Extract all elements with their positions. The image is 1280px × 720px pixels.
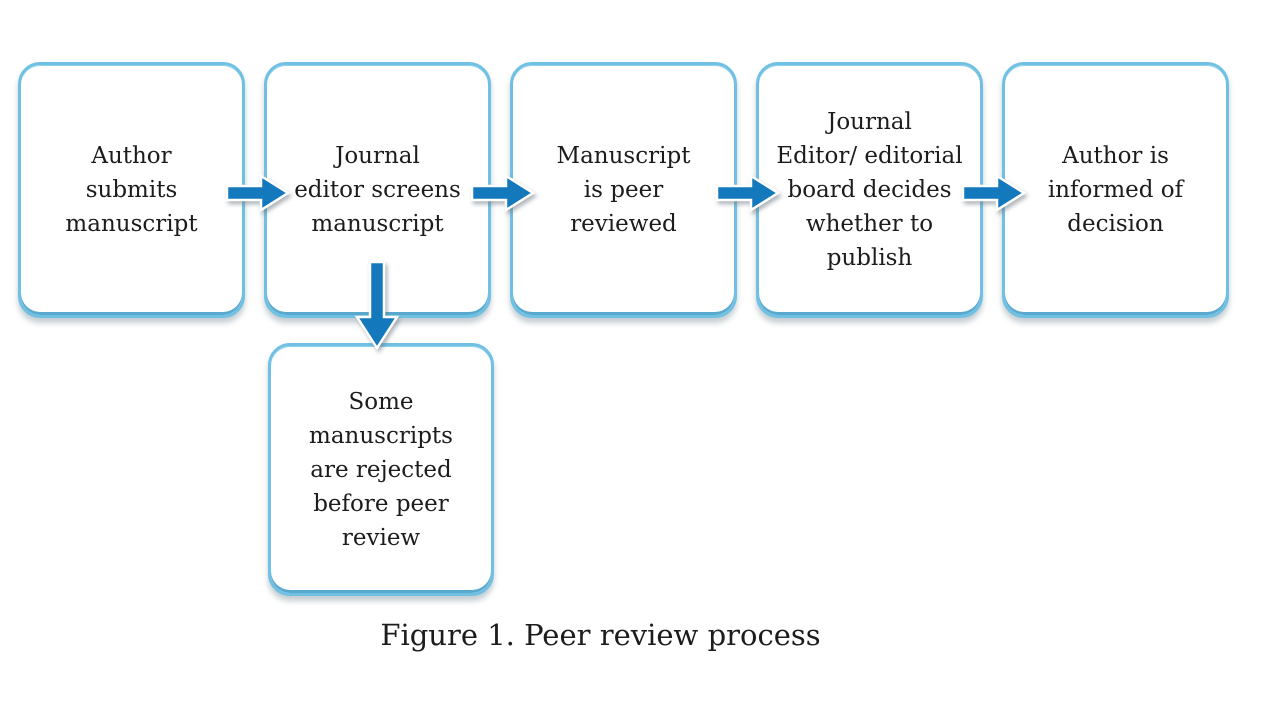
flow-step-author-submits: Author submits manuscript — [18, 62, 245, 318]
flow-step-label: Some manuscripts are rejected before pee… — [309, 388, 453, 551]
arrow-right-shape — [715, 173, 781, 213]
arrow-right-icon — [715, 173, 781, 213]
arrow-down-shape — [354, 261, 400, 351]
arrow-right-shape — [470, 173, 536, 213]
flow-step-board-decides: Journal Editor/ editorial board decides … — [756, 62, 983, 318]
flow-step-editor-screens: Journal editor screens manuscript — [264, 62, 491, 318]
arrow-right-icon — [470, 173, 536, 213]
arrow-right-icon — [961, 173, 1027, 213]
flow-step-label: Journal Editor/ editorial board decides … — [776, 109, 963, 271]
flow-step-rejected-before-review: Some manuscripts are rejected before pee… — [268, 343, 494, 596]
flow-step-peer-reviewed: Manuscript is peer reviewed — [510, 62, 737, 318]
arrow-right-shape — [961, 173, 1027, 213]
flow-step-label: Journal editor screens manuscript — [294, 143, 461, 237]
flow-step-author-informed: Author is informed of decision — [1002, 62, 1229, 318]
figure-caption: Figure 1. Peer review process — [380, 618, 821, 652]
arrow-right-shape — [225, 173, 291, 213]
arrow-down-icon — [354, 261, 400, 351]
arrow-right-icon — [225, 173, 291, 213]
flow-step-label: Author submits manuscript — [65, 143, 198, 237]
flow-step-label: Manuscript is peer reviewed — [556, 143, 691, 237]
flow-step-label: Author is informed of decision — [1047, 143, 1184, 237]
